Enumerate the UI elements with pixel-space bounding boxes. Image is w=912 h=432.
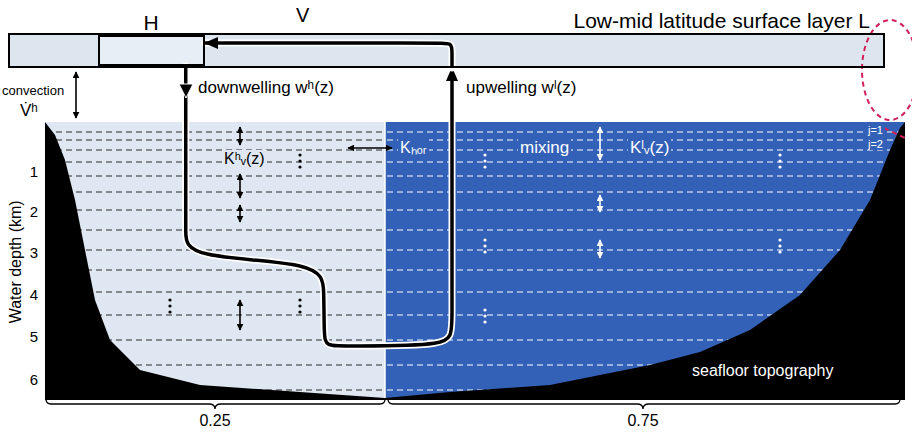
- circulation-arrow: [186, 66, 452, 346]
- highlight-pointer: [884, 128, 905, 138]
- layer-index: j=2: [866, 138, 885, 150]
- area-fraction: 0.25: [199, 412, 230, 430]
- axis-title: Water depth (km): [6, 201, 24, 324]
- width-brace: [388, 399, 900, 409]
- region-label: seafloor topography: [690, 362, 835, 380]
- arrow-line: [205, 43, 452, 68]
- seafloor-right: [385, 122, 905, 400]
- arrow-line: [186, 66, 452, 346]
- axis-tick: 2: [30, 204, 38, 221]
- highlight-circle: [862, 20, 912, 120]
- arrow-outline: [205, 43, 452, 68]
- flux-symbol: V̇ʰ: [20, 102, 38, 121]
- process-label: convection: [2, 84, 64, 98]
- flux-label: V: [296, 4, 309, 26]
- arrow-outline: [186, 66, 452, 346]
- flow-label: downwelling wʰ(z): [198, 79, 334, 98]
- basin-divider: [384, 122, 386, 398]
- mixing-arrows: [76, 72, 600, 330]
- layer-index: j=1: [866, 124, 885, 136]
- seafloor-left: [45, 122, 385, 400]
- axis-tick: 1: [30, 164, 38, 181]
- circulation-arrow: [205, 43, 452, 68]
- area-fraction: 0.75: [627, 412, 658, 430]
- width-brace: [46, 399, 385, 409]
- ellipsis-dots: [168, 153, 781, 323]
- high-latitude-box-fill: [98, 35, 205, 66]
- diffusivity-symbol: Kʰᵥ(z): [222, 150, 267, 168]
- high-latitude-box: H: [98, 35, 205, 66]
- surface-layer-fill: [8, 33, 885, 68]
- box-heading: Low-mid latitude surface layer L: [574, 9, 870, 32]
- diffusivity-symbol: Kₕₒᵣ: [398, 139, 429, 157]
- axis-tick: 5: [30, 329, 38, 346]
- flow-label: upwelling wˡ(z): [466, 79, 576, 98]
- axis-tick: 6: [30, 372, 38, 389]
- box-heading: H: [143, 11, 190, 34]
- process-label: mixing: [518, 139, 571, 158]
- downwelling-arrowhead: [179, 84, 193, 98]
- surface-layer-box: HLow-mid latitude surface layer L: [8, 33, 885, 68]
- diffusivity-symbol: Kˡᵥ(z): [628, 139, 671, 158]
- axis-tick: 4: [30, 287, 38, 304]
- axis-tick: 3: [30, 245, 38, 262]
